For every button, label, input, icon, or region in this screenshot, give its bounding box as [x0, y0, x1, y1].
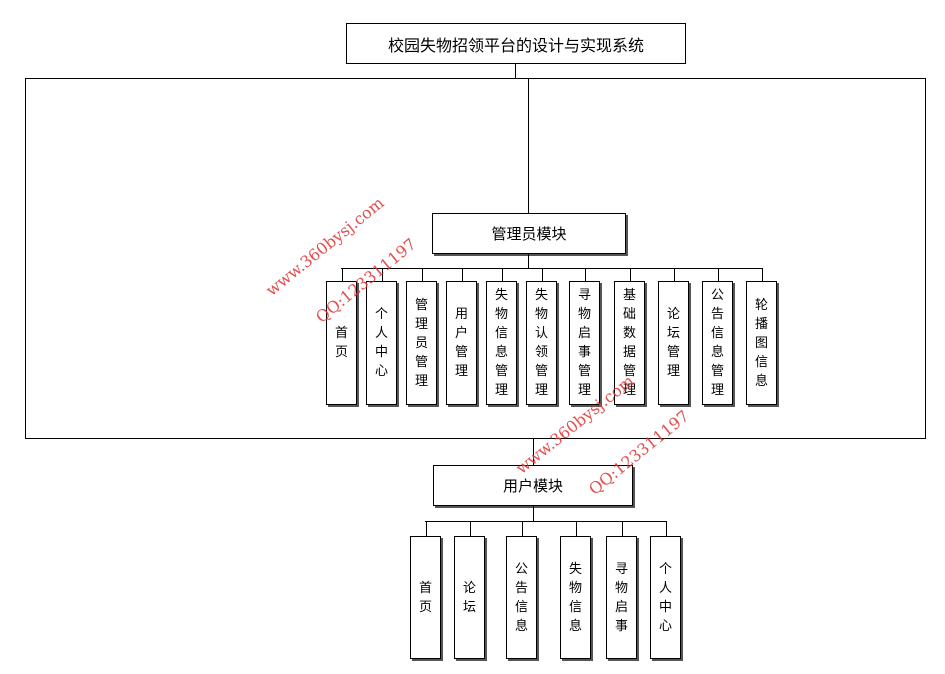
system-title: 校园失物招领平台的设计与实现系统 [387, 35, 644, 55]
connector-admin-bus [341, 268, 762, 269]
user-item-label: 论坛 [463, 580, 477, 615]
user-item-label: 个人中心 [659, 561, 673, 634]
connector-user-drop-6 [576, 521, 577, 536]
admin-item-admin-management: 管理员管理 [406, 281, 437, 405]
admin-item-claim-management: 失物认领管理 [526, 281, 557, 405]
admin-item-label: 失物信息管理 [495, 288, 509, 398]
admin-section-frame [25, 78, 926, 439]
admin-item-label: 管理员管理 [415, 297, 429, 389]
user-item-forum: 论坛 [454, 536, 485, 659]
connector-admin-user [533, 439, 534, 465]
user-item-lost-info: 失物信息 [560, 536, 591, 659]
user-item-label: 寻物启事 [615, 561, 629, 634]
connector-admin-drop-14 [630, 268, 631, 281]
admin-item-lost-info-management: 失物信息管理 [486, 281, 517, 405]
connector-admin-drop-20 [762, 268, 763, 281]
connector-admin-drop-2 [382, 268, 383, 281]
connector-admin-drop-0 [342, 268, 343, 281]
user-item-label: 失物信息 [569, 561, 583, 634]
admin-item-personal-center: 个人中心 [366, 281, 397, 405]
admin-item-label: 寻物启事管理 [578, 288, 592, 398]
connector-user-bus [425, 521, 666, 522]
connector-admin-down [528, 254, 529, 268]
connector-admin-drop-6 [462, 268, 463, 281]
admin-item-label: 用户管理 [455, 307, 469, 379]
connector-admin-drop-12 [585, 268, 586, 281]
connector-user-down [533, 506, 534, 521]
admin-item-label: 轮播图信息 [755, 297, 769, 389]
connector-title-admin [528, 78, 529, 213]
connector-user-drop-2 [470, 521, 471, 536]
connector-user-drop-10 [666, 521, 667, 536]
admin-item-notice-management: 公告信息管理 [702, 281, 733, 405]
admin-item-label: 论坛管理 [667, 307, 681, 379]
connector-user-drop-4 [522, 521, 523, 536]
connector-admin-drop-4 [422, 268, 423, 281]
system-title-box: 校园失物招领平台的设计与实现系统 [346, 23, 686, 64]
admin-item-user-management: 用户管理 [446, 281, 477, 405]
admin-item-carousel-info: 轮播图信息 [746, 281, 777, 405]
user-item-notice-info: 公告信息 [506, 536, 537, 659]
user-item-label: 首页 [419, 580, 433, 615]
connector-admin-drop-8 [502, 268, 503, 281]
admin-item-label: 失物认领管理 [535, 288, 549, 398]
admin-item-lost-notice-management: 寻物启事管理 [569, 281, 600, 405]
connector-user-drop-8 [622, 521, 623, 536]
connector-user-drop-0 [426, 521, 427, 536]
admin-module-label: 管理员模块 [491, 225, 567, 243]
admin-module-box: 管理员模块 [432, 213, 626, 254]
connector-admin-drop-16 [674, 268, 675, 281]
admin-item-label: 基础数据管理 [623, 288, 637, 398]
user-item-home: 首页 [410, 536, 441, 659]
user-item-personal-center: 个人中心 [650, 536, 681, 659]
admin-item-label: 个人中心 [375, 307, 389, 379]
user-item-label: 公告信息 [515, 561, 529, 634]
user-module-box: 用户模块 [433, 465, 633, 506]
admin-item-label: 公告信息管理 [711, 288, 725, 398]
user-item-lost-notice: 寻物启事 [606, 536, 637, 659]
user-module-label: 用户模块 [502, 477, 563, 495]
connector-title-stub [515, 64, 516, 78]
admin-item-label: 首页 [335, 326, 349, 360]
admin-item-forum-management: 论坛管理 [658, 281, 689, 405]
admin-item-basic-data-management: 基础数据管理 [614, 281, 645, 405]
connector-admin-drop-18 [718, 268, 719, 281]
admin-item-home: 首页 [326, 281, 357, 405]
connector-admin-drop-10 [542, 268, 543, 281]
